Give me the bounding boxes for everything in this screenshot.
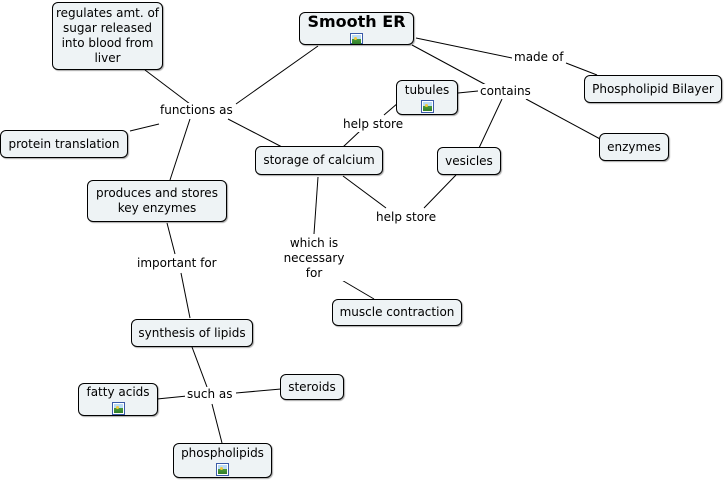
link-contains-vesicles xyxy=(478,98,503,149)
node-fatty-acids[interactable]: fatty acids xyxy=(78,383,158,416)
link-contains-enzymes xyxy=(525,98,603,141)
link-functions-as-storage xyxy=(227,118,283,148)
node-smooth-er-label: Smooth ER xyxy=(307,12,406,31)
node-enzymes[interactable]: enzymes xyxy=(599,133,669,161)
link-regulates-functions-as xyxy=(144,69,191,105)
node-produces-enzymes[interactable]: produces and stores key enzymes xyxy=(87,180,227,222)
node-enzymes-label: enzymes xyxy=(607,139,661,154)
node-vesicles-label: vesicles xyxy=(445,153,493,168)
node-synthesis-lipids-label: synthesis of lipids xyxy=(138,325,246,340)
link-tubules-help-store xyxy=(383,102,399,116)
node-phospholipids[interactable]: phospholipids xyxy=(173,443,272,478)
link-storage-necessary xyxy=(313,176,319,235)
node-muscle-contraction-label: muscle contraction xyxy=(339,305,455,319)
link-label-functions-as: functions as xyxy=(158,103,235,118)
node-protein-translation[interactable]: protein translation xyxy=(0,130,128,158)
link-such-as-fatty xyxy=(156,395,188,400)
node-vesicles[interactable]: vesicles xyxy=(437,147,501,175)
image-resource-icon[interactable] xyxy=(216,462,229,476)
link-vesicles-help-store-2 xyxy=(423,174,457,209)
node-smooth-er[interactable]: Smooth ER xyxy=(299,12,414,45)
node-phospholipid-bilayer-label: Phospholipid Bilayer xyxy=(592,81,714,96)
link-such-as-steroids xyxy=(235,388,282,394)
link-tubules-contains xyxy=(457,90,479,94)
link-label-made-of: made of xyxy=(512,50,566,65)
node-storage-calcium-label: storage of calcium xyxy=(263,153,375,167)
node-muscle-contraction[interactable]: muscle contraction xyxy=(332,299,462,326)
link-smooth-er-functions-as xyxy=(235,45,319,105)
image-resource-icon[interactable] xyxy=(111,401,125,415)
node-steroids[interactable]: steroids xyxy=(280,374,344,400)
link-produces-important xyxy=(166,222,176,255)
node-regulates-sugar[interactable]: regulates amt. of sugar released into bl… xyxy=(52,2,163,70)
node-tubules[interactable]: tubules xyxy=(396,80,458,115)
link-storage-help-store-2 xyxy=(342,175,387,209)
link-label-contains: contains xyxy=(478,84,533,99)
node-fatty-acids-label: fatty acids xyxy=(86,384,150,399)
link-label-help-store-1: help store xyxy=(341,117,406,132)
link-necessary-muscle xyxy=(339,278,375,300)
link-smooth-er-contains xyxy=(411,44,489,87)
link-label-such-as: such as xyxy=(185,387,235,402)
link-functions-as-produces xyxy=(169,118,191,181)
link-such-as-phospholipids xyxy=(211,403,223,444)
link-important-synthesis xyxy=(180,272,191,319)
node-phospholipids-label: phospholipids xyxy=(181,445,264,460)
node-synthesis-lipids[interactable]: synthesis of lipids xyxy=(131,319,253,347)
node-steroids-label: steroids xyxy=(288,379,336,394)
link-label-which-is-necessary: which is necessary for xyxy=(280,236,348,281)
node-tubules-label: tubules xyxy=(404,82,450,97)
node-regulates-sugar-label: regulates amt. of sugar released into bl… xyxy=(55,6,160,65)
link-functions-as-protein xyxy=(129,123,160,132)
node-produces-enzymes-label: produces and stores key enzymes xyxy=(96,186,218,215)
node-storage-calcium[interactable]: storage of calcium xyxy=(255,146,383,175)
link-synthesis-such-as xyxy=(191,346,208,388)
link-help-store-storage xyxy=(342,130,361,148)
node-phospholipid-bilayer[interactable]: Phospholipid Bilayer xyxy=(584,75,722,103)
image-resource-icon[interactable] xyxy=(420,99,434,113)
node-protein-translation-label: protein translation xyxy=(8,136,120,151)
link-made-of-bilayer xyxy=(565,62,598,76)
link-smooth-er-made-of xyxy=(415,37,513,59)
link-label-help-store-2: help store xyxy=(374,210,439,225)
image-resource-icon[interactable] xyxy=(350,33,363,44)
link-label-important-for: important for xyxy=(135,256,219,271)
